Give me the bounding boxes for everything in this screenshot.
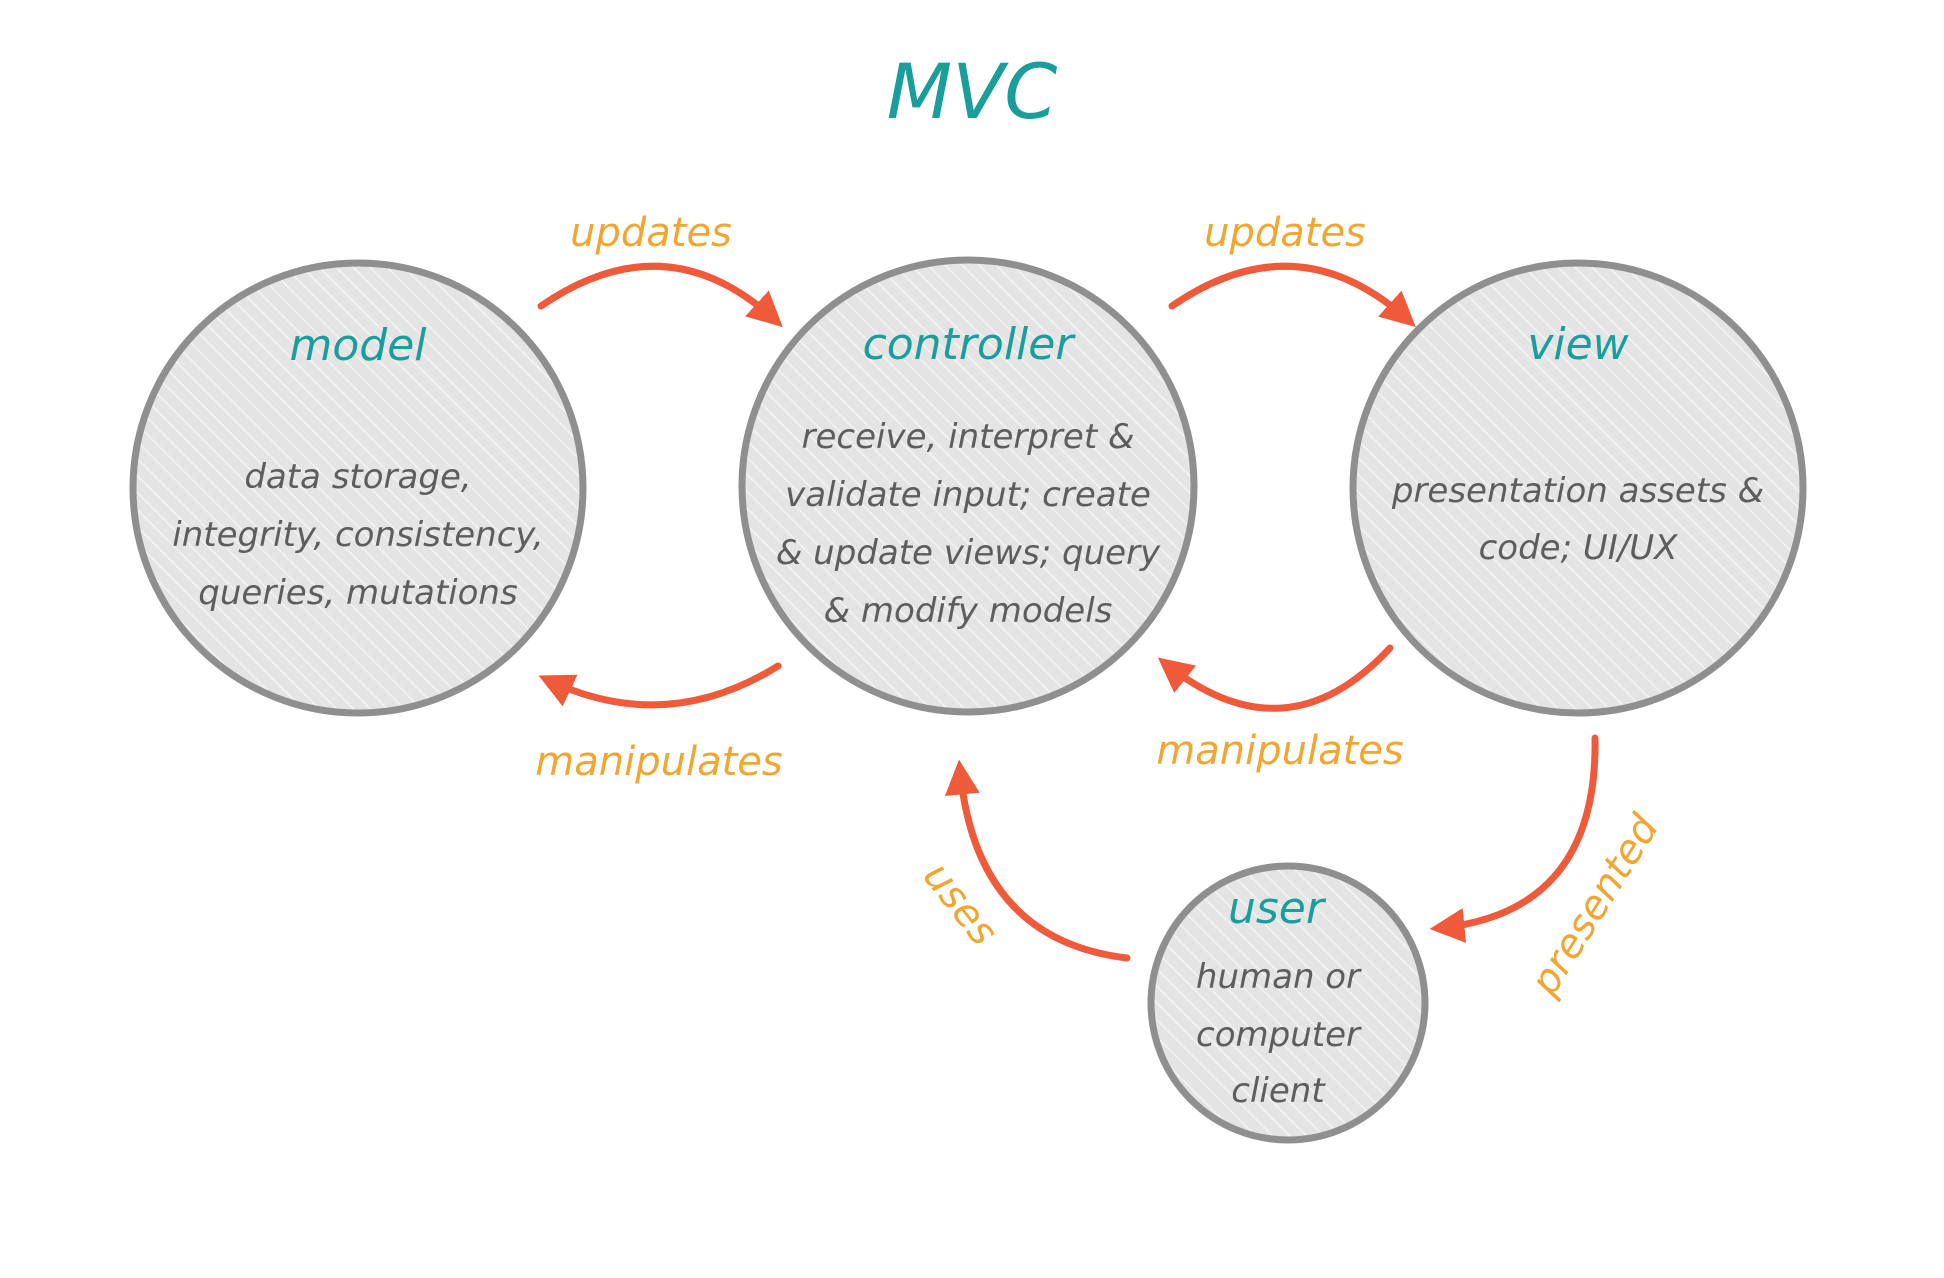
- view-node: view presentation assets & code; UI/UX: [1349, 259, 1807, 717]
- user-circle: [1147, 862, 1429, 1144]
- controller-circle: [738, 256, 1198, 716]
- arrow-view-to-controller: [1157, 644, 1394, 712]
- arrow-controller-to-model: [538, 662, 782, 709]
- controller-node: controller receive, interpret & validate…: [738, 256, 1198, 716]
- label-model-to-controller: updates: [570, 210, 732, 256]
- arrow-model-to-controller: [537, 262, 783, 328]
- model-title: model: [289, 320, 427, 371]
- edge-controller-to-view: updates: [1168, 210, 1416, 328]
- edge-model-to-controller: updates: [537, 210, 783, 328]
- view-desc-line-1: presentation assets &: [1391, 471, 1764, 511]
- user-desc-line-2: computer: [1196, 1015, 1362, 1055]
- label-controller-to-model: manipulates: [535, 739, 782, 785]
- model-circle: [129, 259, 587, 717]
- model-node: model data storage, integrity, consisten…: [129, 259, 587, 717]
- label-controller-to-view: updates: [1204, 210, 1366, 256]
- view-circle: [1349, 259, 1807, 717]
- model-desc-line-1: data storage,: [244, 457, 471, 497]
- user-desc-line-3: client: [1231, 1071, 1326, 1111]
- controller-title: controller: [863, 319, 1077, 370]
- edge-user-to-controller: uses: [914, 759, 1131, 962]
- user-title: user: [1228, 883, 1327, 934]
- label-user-to-controller: uses: [914, 854, 1007, 955]
- arrow-user-to-controller: [944, 759, 1131, 962]
- user-node: user human or computer client: [1147, 862, 1429, 1144]
- label-view-to-user: presented: [1521, 806, 1668, 1004]
- model-desc-line-3: queries, mutations: [198, 573, 517, 613]
- diagram-title: MVC: [887, 47, 1058, 136]
- arrow-view-to-user: [1429, 734, 1599, 943]
- edge-controller-to-model: manipulates: [535, 662, 783, 785]
- arrow-controller-to-view: [1168, 262, 1416, 328]
- controller-desc-line-2: validate input; create: [785, 475, 1151, 515]
- controller-desc-line-1: receive, interpret &: [802, 417, 1135, 457]
- model-desc-line-2: integrity, consistency,: [172, 515, 543, 555]
- label-view-to-controller: manipulates: [1156, 728, 1403, 774]
- controller-desc-line-4: & modify models: [824, 591, 1113, 631]
- controller-desc-line-3: & update views; query: [776, 533, 1161, 573]
- view-desc-line-2: code; UI/UX: [1479, 528, 1679, 568]
- edge-view-to-controller: manipulates: [1156, 644, 1404, 774]
- user-desc-line-1: human or: [1196, 957, 1362, 997]
- edge-view-to-user: presented: [1429, 734, 1669, 1004]
- view-title: view: [1527, 319, 1629, 370]
